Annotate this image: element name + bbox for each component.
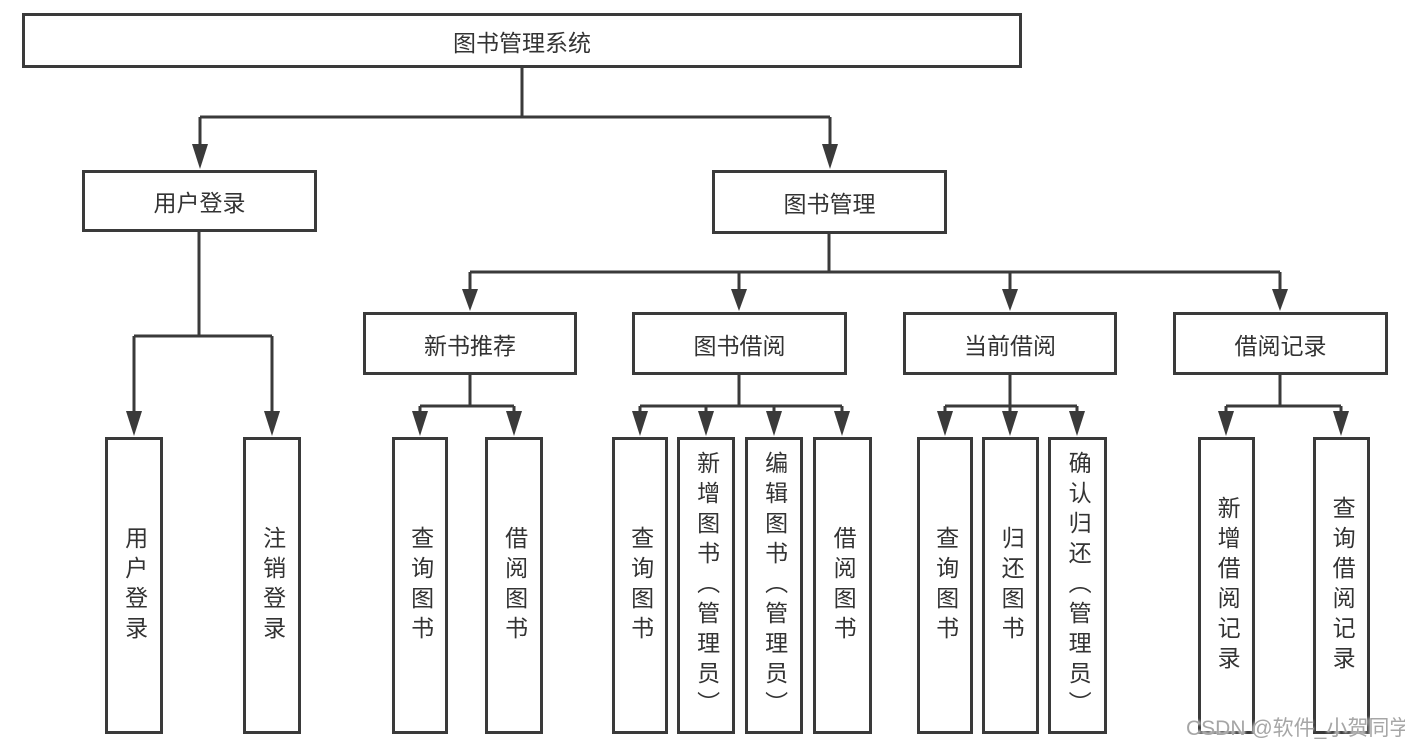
node-label: 新增借阅记录 (1214, 495, 1241, 676)
leaf-confirm-return-admin: 确认归还（管理员） (1048, 437, 1107, 734)
node-label: 查询图书 (407, 525, 434, 646)
node-label: 图书管理系统 (453, 29, 591, 56)
leaf-query-book: 查询图书 (917, 437, 973, 734)
node-label: 查询借阅记录 (1329, 495, 1356, 676)
leaf-query-borrow-record: 查询借阅记录 (1313, 437, 1370, 734)
node-label: 查询图书 (932, 525, 959, 646)
leaf-edit-book-admin: 编辑图书（管理员） (745, 437, 803, 734)
node-label: 注销登录 (259, 525, 286, 646)
leaf-user-login: 用户登录 (105, 437, 163, 734)
node-label: 确认归还（管理员） (1065, 450, 1092, 721)
node-label: 新书推荐 (424, 332, 516, 359)
node-book-management: 图书管理 (712, 170, 947, 234)
leaf-borrow-book: 借阅图书 (813, 437, 872, 734)
node-label: 用户登录 (121, 525, 148, 646)
leaf-borrow-book: 借阅图书 (485, 437, 543, 734)
node-new-book-recommend: 新书推荐 (363, 312, 577, 375)
node-library-management-system: 图书管理系统 (22, 13, 1022, 68)
leaf-return-book: 归还图书 (982, 437, 1039, 734)
node-current-borrow: 当前借阅 (903, 312, 1117, 375)
arrowheads (126, 144, 1349, 436)
node-borrow-records: 借阅记录 (1173, 312, 1388, 375)
leaf-query-book: 查询图书 (612, 437, 668, 734)
node-label: 查询图书 (627, 525, 654, 646)
leaf-add-borrow-record: 新增借阅记录 (1198, 437, 1255, 734)
leaf-add-book-admin: 新增图书（管理员） (677, 437, 735, 734)
node-label: 当前借阅 (964, 332, 1056, 359)
leaf-logout: 注销登录 (243, 437, 301, 734)
node-label: 用户登录 (153, 190, 246, 216)
node-label: 编辑图书（管理员） (761, 450, 788, 721)
node-user-login: 用户登录 (82, 170, 317, 232)
node-label: 借阅图书 (830, 525, 857, 646)
node-label: 图书借阅 (693, 332, 786, 359)
leaf-query-book: 查询图书 (392, 437, 448, 734)
node-label: 借阅图书 (501, 525, 528, 646)
node-label: 归还图书 (998, 525, 1025, 646)
node-book-borrow: 图书借阅 (632, 312, 847, 375)
node-label: 图书管理 (783, 191, 876, 217)
node-label: 新增图书（管理员） (693, 450, 720, 721)
node-label: 借阅记录 (1234, 332, 1327, 359)
csdn-watermark: CSDN @软件_小贺同学 (1186, 717, 1405, 740)
